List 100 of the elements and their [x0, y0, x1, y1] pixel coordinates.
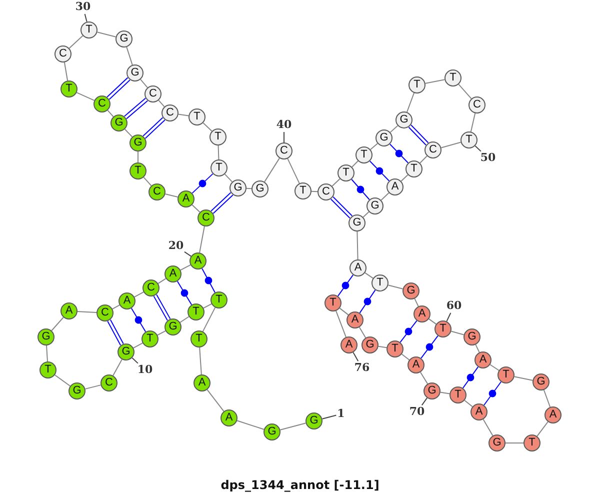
nucleotide-circle: T [188, 304, 204, 320]
backbone-line [332, 178, 340, 187]
backbone-line [164, 194, 178, 198]
position-number: 60 [446, 300, 462, 312]
backbone-line [378, 346, 388, 348]
backbone-line [107, 110, 114, 118]
base-pair-line [351, 178, 370, 200]
backbone-line [458, 84, 472, 100]
backbone-line [199, 346, 202, 376]
nucleotide-circle: C [468, 96, 486, 114]
backbone-line [51, 316, 64, 332]
nucleotide-circle: A [178, 190, 194, 208]
nucleotide-circle: T [142, 330, 158, 348]
nucleotide-circle: A [470, 404, 488, 420]
nucleotide-circle: A [414, 306, 430, 322]
backbone-line [112, 304, 120, 310]
backbone-line [420, 156, 428, 164]
base-pair-line [420, 335, 438, 359]
position-number: 1 [337, 408, 345, 420]
backbone-line [336, 310, 346, 338]
nucleotide-circle: G [68, 382, 86, 400]
nucleotide-circle: A [408, 356, 424, 374]
backbone-line [54, 374, 71, 386]
backbone-line [401, 354, 410, 360]
nucleotide-circle: A [60, 302, 78, 320]
nucleotide-circle: G [252, 180, 268, 198]
leader-line [84, 13, 88, 22]
backbone-line [84, 384, 102, 390]
backbone-line [224, 174, 233, 182]
base-pair-line [176, 280, 192, 306]
nucleotide-circle: C [96, 304, 114, 322]
nucleotide-circle: T [210, 292, 228, 308]
base-pair-line [462, 366, 479, 389]
base-pair-line [408, 124, 429, 146]
nucleotide-circle: C [100, 374, 118, 392]
position-number: 50 [480, 152, 496, 164]
base-pair-line [192, 173, 214, 194]
nucleotide-circle: T [408, 76, 426, 94]
backbone-line [420, 372, 428, 384]
position-number: 70 [409, 406, 425, 418]
nucleotide-circle: G [110, 114, 128, 132]
nucleotide-circle: A [386, 178, 404, 196]
backbone-line [388, 284, 404, 290]
backbone-line [236, 420, 264, 430]
nucleotide-circle: G [532, 374, 550, 390]
nucleotide-circle: T [130, 162, 146, 180]
backbone-line [202, 307, 216, 332]
nucleotide-circle: T [524, 434, 540, 452]
nucleotide-circle: T [434, 320, 452, 338]
backbone-line [180, 316, 190, 323]
base-pair-line [142, 117, 166, 139]
nucleotide-circle: T [450, 386, 466, 404]
backbone-line [132, 342, 144, 348]
nucleotide-circle: G [376, 130, 392, 146]
base-pair-line [202, 268, 216, 294]
structure-caption: dps_1344_annot [-11.1] [220, 478, 380, 492]
nucleotide-circle: T [190, 330, 208, 348]
backbone-line [470, 112, 476, 132]
nucleotide-circle: T [188, 108, 206, 126]
nucleotide-circle: G [38, 328, 54, 346]
nucleotide-circle: A [194, 374, 210, 392]
nucleotide-circle: T [210, 160, 228, 176]
backbone-line [76, 92, 95, 101]
nucleotide-circle: C [276, 142, 292, 160]
backbone-line [339, 308, 349, 316]
backbone-line [77, 310, 97, 314]
nucleotide-circle: G [366, 198, 384, 214]
backbone-line [178, 114, 190, 116]
nucleotide-circle: C [424, 142, 442, 158]
base-pair-line [359, 290, 376, 314]
position-number: 20 [168, 240, 184, 252]
nucleotide-circle: T [498, 366, 514, 384]
nucleotide-circle: T [210, 128, 226, 146]
nucleotide-circle: G [464, 328, 480, 346]
nucleotide-circle: A [118, 292, 136, 310]
nucleotide-circle: C [148, 184, 166, 200]
nucleotide-circle: A [350, 260, 366, 276]
backbone-line [400, 174, 408, 182]
backbone-line [464, 400, 473, 408]
backbone-line [390, 125, 398, 133]
leader-line [352, 352, 359, 362]
nucleotide-circle: T [444, 70, 462, 86]
nucleotide-circle: A [340, 336, 358, 354]
backbone-line [311, 190, 318, 192]
backbone-line [96, 32, 116, 38]
nucleotide-circle: T [460, 132, 478, 148]
nucleotide-circle: T [324, 294, 342, 312]
backbone-line [124, 128, 133, 138]
backbone-line [482, 418, 494, 436]
position-number: 76 [354, 362, 370, 374]
nucleotide-circle: A [220, 410, 238, 426]
nucleotide-circle: T [40, 362, 56, 378]
backbone-line [206, 389, 224, 412]
backbone-line [280, 422, 306, 430]
nucleotide-circle: C [54, 46, 72, 62]
nucleotide-circle: A [164, 266, 182, 282]
base-pair-line [153, 294, 171, 321]
backbone-line [505, 442, 524, 444]
backbone-line [126, 46, 133, 66]
position-number: 40 [276, 119, 292, 131]
